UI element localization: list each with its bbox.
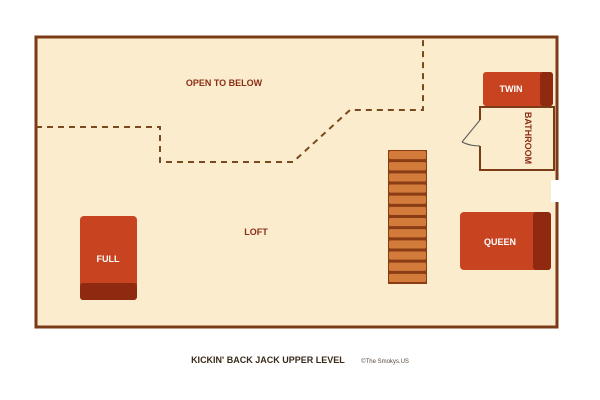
full-bed-label: FULL (97, 254, 120, 264)
window (551, 180, 561, 202)
copyright-text: ©The Smokys.US (361, 359, 409, 365)
staircase (388, 150, 427, 284)
stair-tread (389, 173, 426, 182)
stair-tread (389, 240, 426, 249)
plan-title: KICKIN' BACK JACK UPPER LEVEL (191, 355, 345, 365)
full-bed (80, 216, 137, 300)
stair-tread (389, 251, 426, 260)
bathroom-door-gap (478, 120, 483, 146)
stair-tread (389, 218, 426, 227)
bathroom-door-swing (461, 119, 481, 147)
twin-bed-label: TWIN (500, 84, 523, 94)
stair-tread (389, 162, 426, 171)
bathroom-label: BATHROOM (523, 112, 533, 164)
queen-bed (460, 212, 551, 270)
open-to-below-label: OPEN TO BELOW (186, 78, 263, 88)
queen-bed-label: QUEEN (484, 237, 516, 247)
stair-tread (389, 206, 426, 215)
stair-tread (389, 273, 426, 282)
stair-tread (389, 151, 426, 160)
caption: KICKIN' BACK JACK UPPER LEVEL ©The Smoky… (0, 350, 600, 368)
twin-bed (483, 72, 553, 106)
loft-label: LOFT (244, 227, 268, 237)
stair-stringer (388, 150, 427, 284)
stair-tread (389, 262, 426, 271)
stair-tread (389, 229, 426, 238)
stair-tread (389, 195, 426, 204)
stair-tread (389, 184, 426, 193)
open-to-below-boundary (36, 40, 424, 163)
